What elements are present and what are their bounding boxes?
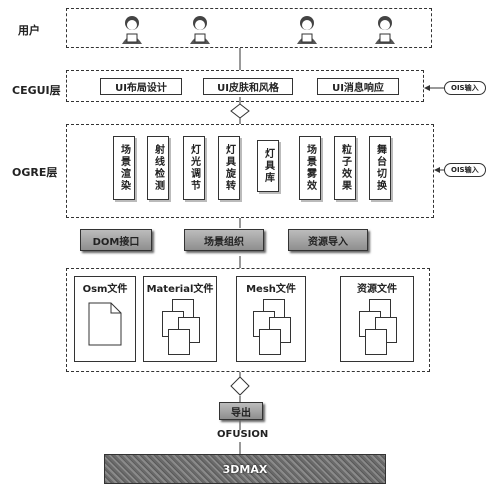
cegui-layer-box (66, 70, 424, 102)
ogre-item-stage-switch: 舞台切换 (369, 136, 391, 200)
document-icon (88, 302, 122, 346)
ois-input-label-ogre: OIS输入 (444, 163, 486, 177)
ogre-item-ray-detect: 射线检测 (147, 136, 169, 200)
diamond-connector-icon (230, 376, 250, 396)
layer-label-cegui: CEGUI层 (12, 84, 61, 97)
user-icon (190, 16, 210, 44)
user-icon (375, 16, 395, 44)
document-icon (365, 329, 387, 355)
cegui-item-ui-skin: UI皮肤和风格 (203, 78, 293, 95)
ogre-item-scene-fog: 场景雾效 (299, 136, 321, 200)
ogre-layer-box (66, 124, 434, 218)
osm-file-box: Osm文件 (74, 276, 136, 362)
export-button: 导出 (219, 402, 263, 420)
mesh-file-title: Mesh文件 (246, 284, 296, 295)
osm-file-title: Osm文件 (82, 284, 128, 295)
layer-label-user: 用户 (18, 24, 40, 37)
cegui-item-ui-layout: UI布局设计 (100, 78, 182, 95)
cegui-item-ui-message: UI消息响应 (317, 78, 399, 95)
ois-input-label-cegui: OIS输入 (444, 81, 486, 95)
dom-interface-button: DOM接口 (80, 229, 152, 251)
3dmax-bar: 3DMAX (104, 454, 386, 484)
scene-organize-button: 场景组织 (184, 229, 264, 251)
user-icon (122, 16, 142, 44)
mesh-file-box: Mesh文件 (236, 276, 306, 362)
resource-file-title: 资源文件 (357, 284, 397, 295)
files-layer-box (66, 268, 430, 372)
ogre-item-light-library: 灯具库 (257, 140, 279, 192)
resource-import-button: 资源导入 (288, 229, 368, 251)
resource-file-box: 资源文件 (340, 276, 414, 362)
layer-label-ogre: OGRE层 (12, 166, 58, 179)
document-icon (259, 329, 281, 355)
document-icon (168, 329, 190, 355)
material-file-box: Material文件 (143, 276, 217, 362)
ogre-item-scene-render: 场景渲染 (113, 136, 135, 200)
material-file-title: Material文件 (146, 284, 214, 295)
diamond-connector-icon (230, 103, 250, 119)
ofusion-label: OFUSION (217, 429, 269, 440)
user-layer-box (66, 8, 432, 48)
ogre-item-light-rotate: 灯具旋转 (218, 136, 240, 200)
ogre-item-light-adjust: 灯光调节 (183, 136, 205, 200)
ogre-item-particle: 粒子效果 (334, 136, 356, 200)
user-icon (297, 16, 317, 44)
